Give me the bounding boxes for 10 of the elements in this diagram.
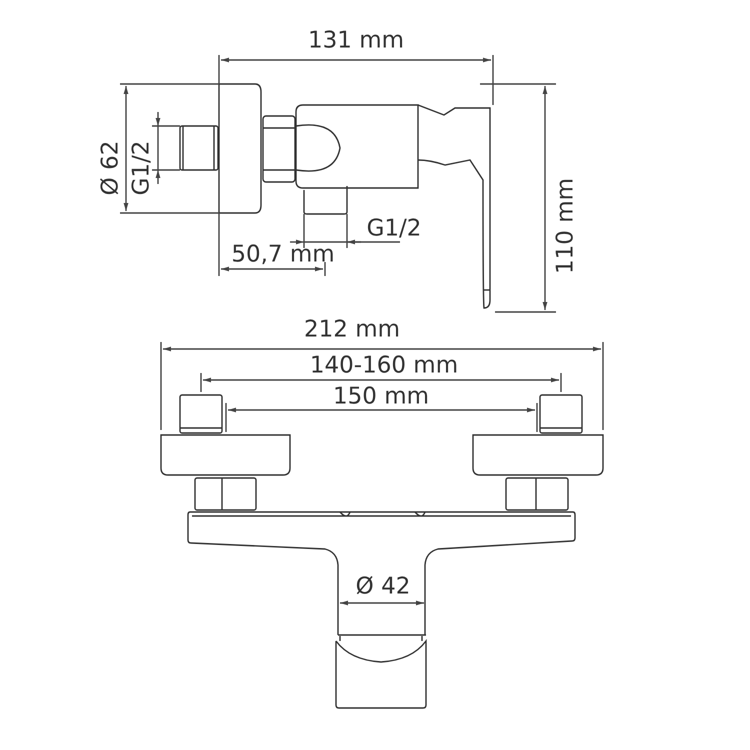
dimension-label: 212 mm (304, 318, 400, 342)
dimension-label: 131 mm (308, 30, 404, 52)
dimension-label: Ø 42 (356, 576, 410, 598)
dimension-label: Ø 62 (100, 140, 122, 196)
dimension-label: G1/2 (366, 218, 422, 240)
dimension-label: 50,7 mm (231, 244, 335, 266)
dimension-label: 150 mm (332, 386, 430, 408)
dimension-label: 110 mm (554, 178, 578, 274)
dimension-label: G1/2 (130, 140, 154, 196)
dimension-label: 140-160 mm (310, 354, 458, 378)
